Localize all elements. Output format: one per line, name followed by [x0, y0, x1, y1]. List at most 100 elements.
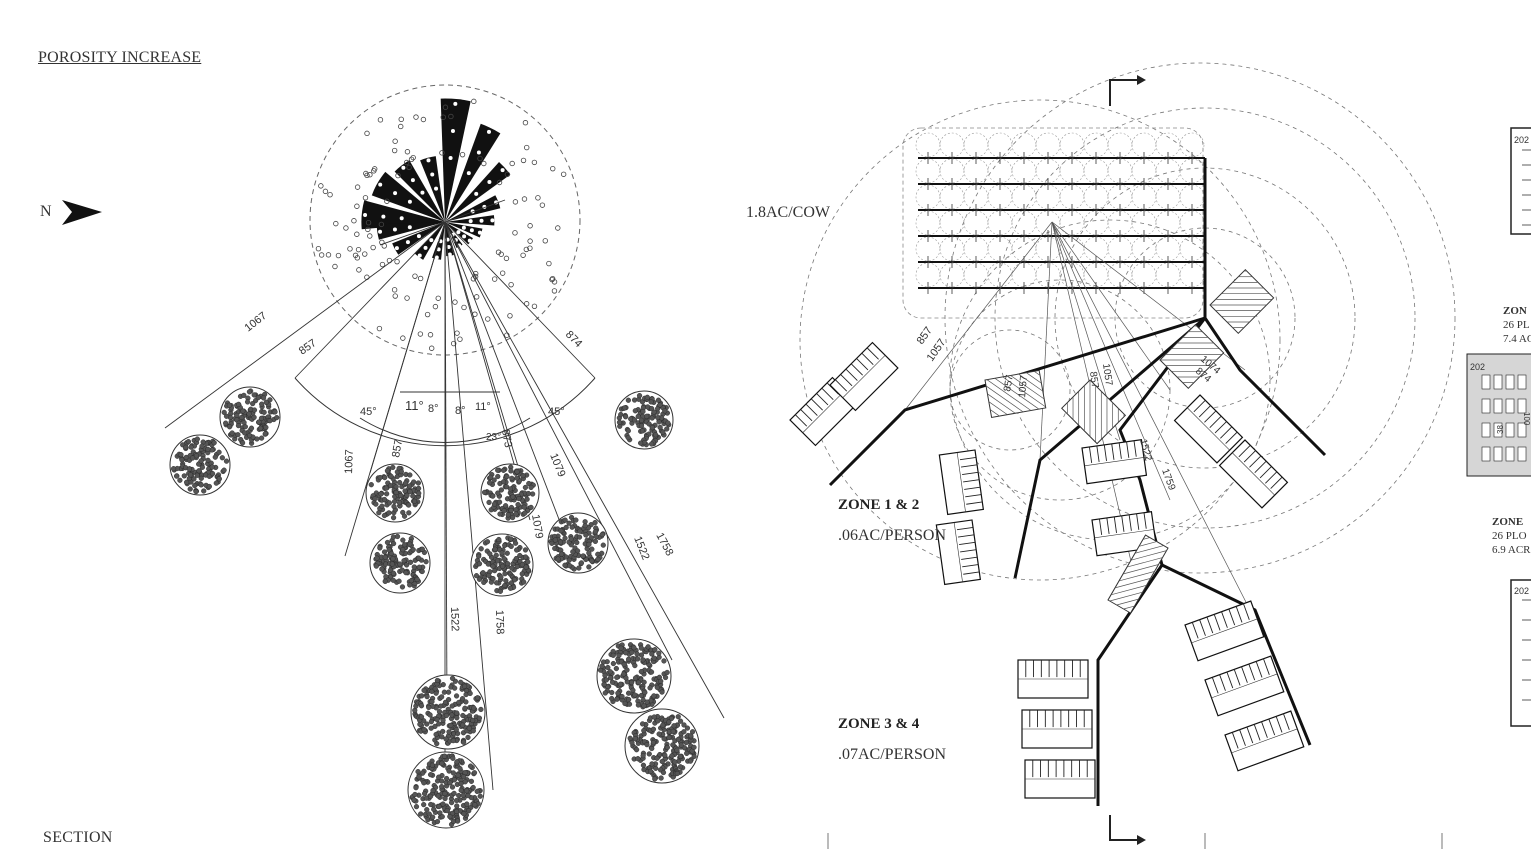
fan-dot	[393, 191, 398, 196]
dim-1067-b: 1067	[343, 449, 356, 474]
porosity-diagram: 45° 45° 11° 8° 8° 11° 23° 1067 857 874 1…	[62, 84, 725, 829]
pattern-dot	[318, 252, 325, 258]
fan-dot	[429, 238, 434, 243]
fan-dot	[456, 230, 461, 235]
fan-dot	[378, 229, 383, 234]
pattern-dot	[363, 170, 369, 177]
pattern-dot	[503, 255, 510, 262]
pattern-dot	[398, 123, 404, 130]
pattern-dot	[408, 156, 415, 163]
dim-873: 873	[499, 428, 514, 448]
fan-wedge	[371, 171, 445, 222]
fan-dot	[407, 199, 412, 204]
rdim-1057-c: 1057	[1100, 363, 1114, 387]
fan-wedge	[440, 98, 471, 222]
pattern-dot	[428, 345, 435, 351]
pattern-dot	[527, 245, 533, 251]
pattern-dot	[420, 116, 427, 123]
tree-cluster	[624, 708, 700, 784]
branch-road	[828, 316, 1206, 487]
rdim-857-a: 857	[915, 325, 935, 347]
section-marker-top-icon	[1109, 79, 1140, 106]
pattern-dot	[509, 160, 515, 167]
pattern-dot	[327, 192, 333, 198]
side-zone-bottom-line1: 26 PLO	[1492, 530, 1527, 542]
housing-plot-cluster	[1021, 709, 1093, 749]
hatched-plot	[984, 369, 1047, 419]
side-zone-top-line2: 7.4 AC	[1503, 333, 1531, 345]
zone-1-2-density: .06AC/PERSON	[838, 527, 947, 544]
distance-ray	[904, 221, 1053, 411]
cow-density-label: 1.8AC/COW	[746, 204, 830, 221]
pattern-dot	[499, 270, 506, 276]
pattern-dot	[546, 260, 552, 267]
pattern-dot	[454, 330, 460, 336]
angle-label-45-right: 45°	[548, 406, 565, 418]
fan-dot	[467, 238, 472, 243]
pattern-dot	[512, 199, 519, 205]
fan-dot	[363, 213, 368, 218]
pattern-dot	[347, 246, 353, 252]
housing-plot-cluster	[1224, 710, 1305, 772]
pattern-dot	[406, 164, 412, 171]
housing-plots	[789, 268, 1305, 799]
pattern-dot	[333, 220, 339, 227]
housing-plot-cluster	[1218, 439, 1289, 509]
pattern-dot	[377, 117, 384, 123]
pattern-dot	[398, 116, 404, 123]
fan-dot	[417, 253, 422, 258]
dot-pattern	[315, 98, 567, 351]
dimension-line	[164, 221, 446, 429]
side-zone-plans: 202 202 202 100 38	[1466, 127, 1531, 727]
dim-1758-a: 1758	[493, 610, 506, 635]
dim-1079-a: 1079	[547, 452, 567, 479]
pattern-dot	[485, 316, 491, 322]
catchment-ring	[799, 99, 1281, 581]
pasture-boundary	[902, 127, 1204, 319]
pattern-dot	[551, 288, 558, 294]
pattern-dot	[364, 130, 370, 137]
fan-dot	[394, 246, 399, 251]
pattern-dot	[539, 202, 546, 208]
pattern-dot	[412, 273, 418, 279]
pattern-dot	[332, 263, 338, 270]
housing-plot-cluster	[1173, 394, 1244, 464]
section-marker-bottom-icon	[1109, 815, 1140, 841]
pattern-dot	[442, 104, 449, 110]
distance-ray	[1051, 221, 1171, 501]
fan-dot	[446, 245, 451, 250]
pattern-dot	[527, 238, 533, 244]
fan-wedge	[392, 222, 445, 255]
dimension-line	[294, 221, 446, 379]
hatched-plot	[1107, 534, 1169, 614]
pattern-dot	[370, 244, 376, 251]
zone-3-4-title: ZONE 3 & 4	[838, 716, 920, 732]
pattern-dot	[343, 225, 349, 231]
pattern-dot	[355, 246, 362, 253]
pattern-dot	[507, 313, 513, 319]
fan-dot	[416, 234, 421, 239]
pattern-dot	[413, 114, 419, 120]
pattern-dot	[523, 246, 530, 253]
hatched-plot	[1061, 379, 1127, 445]
pattern-dot	[395, 172, 401, 179]
pattern-dot	[435, 295, 441, 301]
section-label: SECTION	[43, 829, 113, 846]
angle-label-45-left: 45°	[360, 406, 377, 418]
pattern-dot	[404, 295, 410, 301]
pattern-dot	[392, 293, 398, 299]
pattern-dot	[354, 184, 361, 190]
side-zone-top-title: ZON	[1503, 305, 1527, 317]
rdim-857-c: 857	[1087, 371, 1100, 389]
pattern-dot	[354, 255, 361, 261]
dim-1067-a: 1067	[242, 310, 269, 335]
side-plan-bottom	[1510, 579, 1531, 727]
tree-cluster	[365, 463, 425, 523]
pattern-dot	[392, 138, 398, 144]
dim-874: 874	[563, 329, 584, 350]
housing-plot-cluster	[1204, 655, 1285, 717]
pattern-dot	[417, 275, 424, 282]
pattern-dot	[376, 325, 383, 332]
tree-cluster	[614, 390, 674, 450]
